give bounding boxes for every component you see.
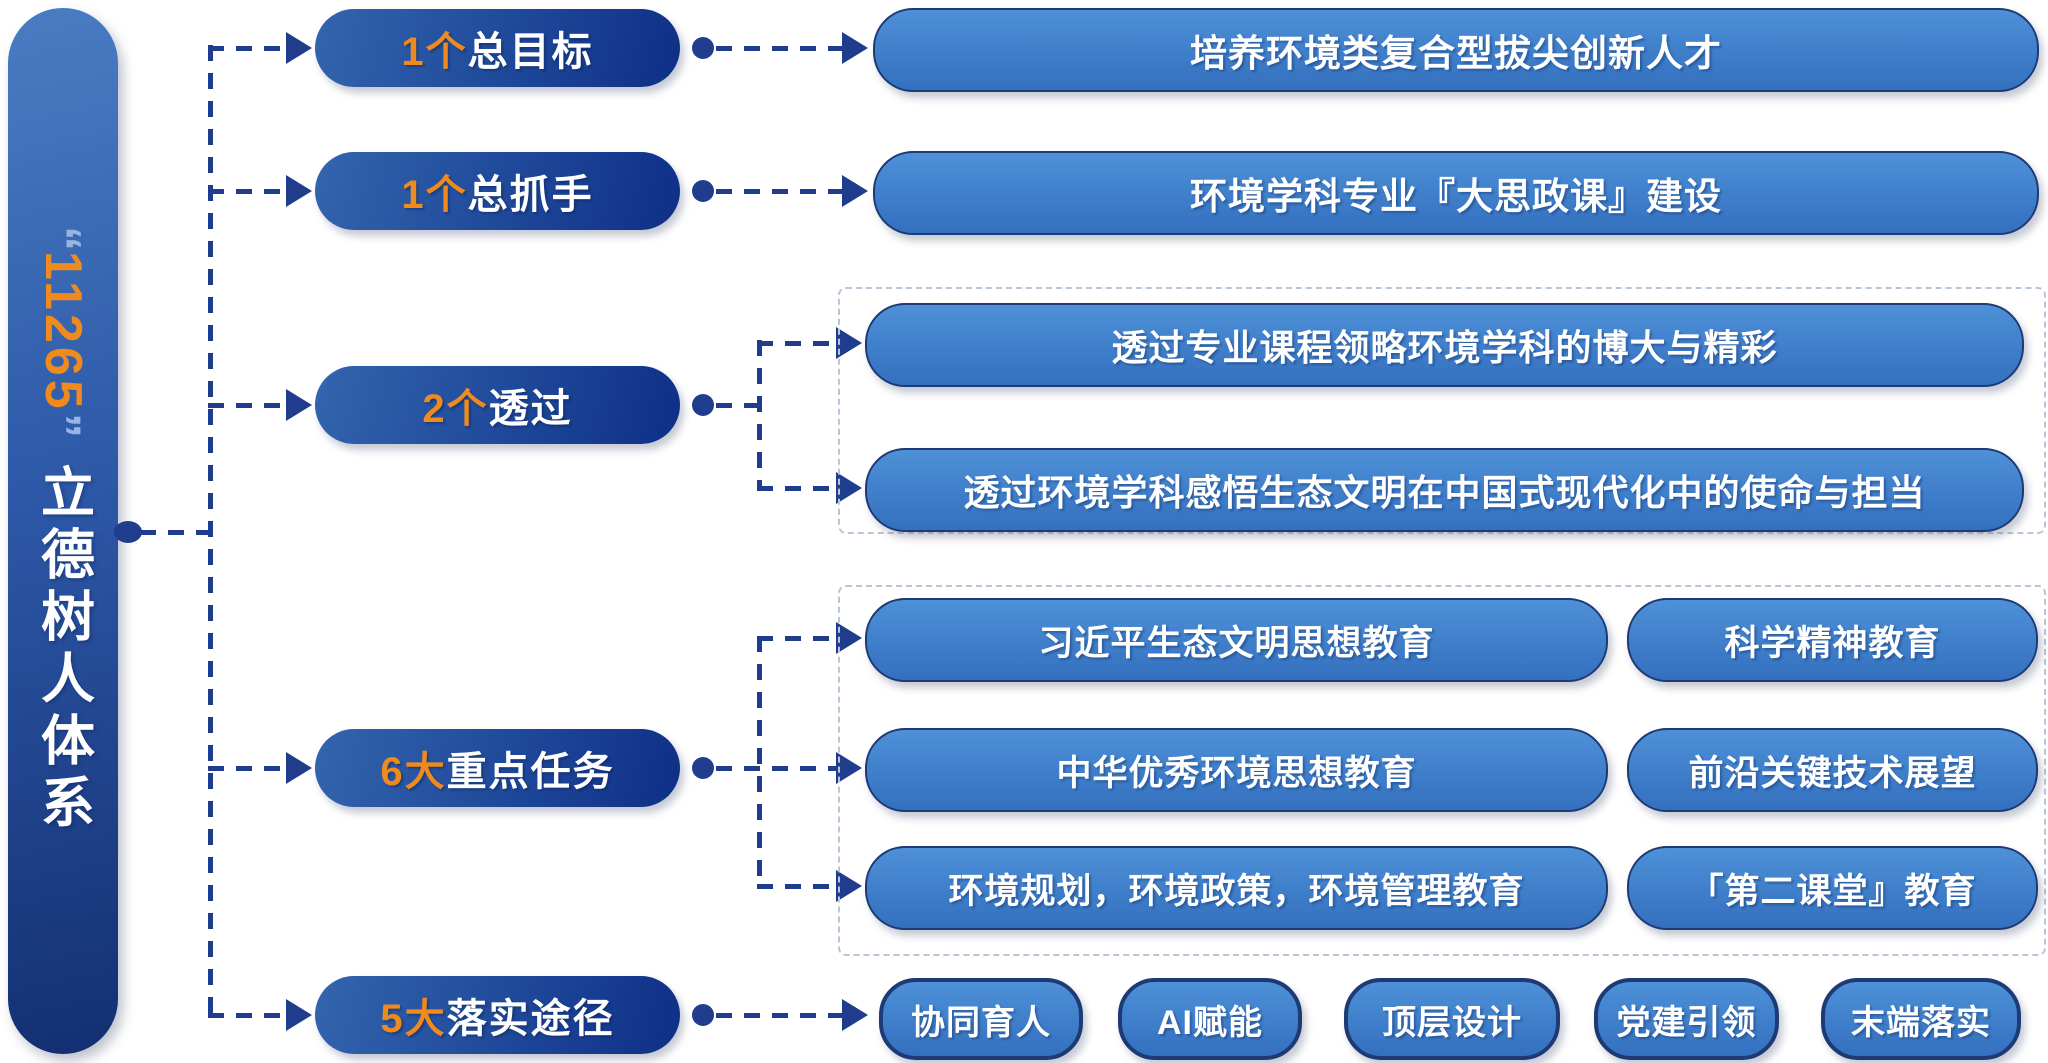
task-text: 中华优秀环境思想教育 <box>1056 753 1417 793</box>
dashed-connector <box>208 1013 288 1018</box>
dashed-connector <box>716 189 844 194</box>
perspective-text: 透过专业课程领略环境学科的博大与精彩 <box>1111 327 1778 368</box>
task-text: 科学精神教育 <box>1724 623 1941 663</box>
arrowhead-icon <box>836 752 862 784</box>
path-pill-5: 末端落实 <box>1821 978 2021 1060</box>
node-count: 1个 <box>401 173 468 217</box>
path-pill-1: 协同育人 <box>879 978 1083 1060</box>
dashed-connector <box>208 766 288 771</box>
path-text: 党建引领 <box>1616 1003 1757 1042</box>
arrowhead-icon <box>286 175 312 207</box>
node-five-paths: 5大落实途径 <box>315 976 680 1054</box>
node-label: 落实途径 <box>446 997 615 1041</box>
root-quote-open: “ <box>35 226 91 252</box>
task-box-1: 习近平生态文明思想教育 <box>865 598 1608 682</box>
perspective-box-1: 透过专业课程领略环境学科的博大与精彩 <box>865 303 2024 387</box>
arrowhead-icon <box>836 870 862 902</box>
arrowhead-icon <box>836 472 862 504</box>
arrowhead-icon <box>842 999 868 1031</box>
dashed-connector <box>716 766 840 771</box>
dashed-connector <box>716 46 844 51</box>
dashed-connector <box>757 636 838 641</box>
junction-dot <box>114 521 142 543</box>
task-text: 习近平生态文明思想教育 <box>1038 623 1435 663</box>
node-count: 5大 <box>380 997 447 1041</box>
arrowhead-icon <box>842 32 868 64</box>
sub-trunk-line <box>757 340 762 490</box>
outcome-goal-box: 培养环境类复合型拔尖创新人才 <box>873 8 2039 92</box>
node-overall-anchor: 1个总抓手 <box>315 152 680 230</box>
sub-trunk-line <box>757 636 762 888</box>
arrowhead-icon <box>286 999 312 1031</box>
node-label: 总抓手 <box>467 173 594 217</box>
node-count: 2个 <box>422 387 489 431</box>
node-count: 6大 <box>380 750 447 794</box>
task-box-6: 「第二课堂』教育 <box>1627 846 2038 930</box>
junction-dot <box>692 757 714 779</box>
root-number: 11265 <box>34 251 92 413</box>
path-pill-2: AI赋能 <box>1118 978 1302 1060</box>
outcome-anchor-text: 环境学科专业『大思政课』建设 <box>1190 176 1722 217</box>
junction-dot <box>692 1004 714 1026</box>
outcome-anchor-box: 环境学科专业『大思政课』建设 <box>873 151 2039 235</box>
dashed-connector <box>716 1013 844 1018</box>
arrowhead-icon <box>286 32 312 64</box>
task-text: 前沿关键技术展望 <box>1688 753 1977 793</box>
dashed-connector <box>757 486 838 491</box>
junction-dot <box>692 180 714 202</box>
path-text: 末端落实 <box>1851 1003 1991 1042</box>
perspective-box-2: 透过环境学科感悟生态文明在中国式现代化中的使命与担当 <box>865 448 2024 532</box>
dashed-connector <box>757 884 838 889</box>
task-box-2: 科学精神教育 <box>1627 598 2038 682</box>
arrowhead-icon <box>836 327 862 359</box>
path-text: 协同育人 <box>911 1003 1051 1042</box>
path-text: AI赋能 <box>1157 1003 1263 1042</box>
node-two-perspectives: 2个透过 <box>315 366 680 444</box>
dashed-connector <box>757 341 838 346</box>
arrowhead-icon <box>286 389 312 421</box>
junction-dot <box>692 394 714 416</box>
node-count: 1个 <box>401 30 468 74</box>
tasks-container <box>838 585 2046 956</box>
task-box-5: 环境规划，环境政策，环境管理教育 <box>865 846 1608 930</box>
node-label: 总目标 <box>467 30 594 74</box>
arrowhead-icon <box>286 752 312 784</box>
path-text: 顶层设计 <box>1382 1003 1522 1042</box>
path-pill-3: 顶层设计 <box>1344 978 1560 1060</box>
root-title: “11265” 立德树人体系 <box>24 226 103 836</box>
dashed-connector <box>716 403 760 408</box>
task-box-4: 前沿关键技术展望 <box>1627 728 2038 812</box>
root-label: 立德树人体系 <box>32 463 93 836</box>
outcome-goal-text: 培养环境类复合型拔尖创新人才 <box>1190 33 1722 74</box>
task-text: 「第二课堂』教育 <box>1688 871 1977 911</box>
dashed-connector <box>140 530 210 535</box>
perspective-text: 透过环境学科感悟生态文明在中国式现代化中的使命与担当 <box>963 472 1926 513</box>
dashed-connector <box>208 189 288 194</box>
node-six-key-tasks: 6大重点任务 <box>315 729 680 807</box>
junction-dot <box>692 37 714 59</box>
dashed-connector <box>208 403 288 408</box>
task-text: 环境规划，环境政策，环境管理教育 <box>948 871 1525 911</box>
node-overall-goal: 1个总目标 <box>315 9 680 87</box>
root-node: “11265” 立德树人体系 <box>8 8 118 1054</box>
node-label: 透过 <box>488 387 573 431</box>
perspectives-container <box>838 287 2046 534</box>
root-quote-close: ” <box>35 412 91 438</box>
node-label: 重点任务 <box>446 750 615 794</box>
arrowhead-icon <box>842 175 868 207</box>
task-box-3: 中华优秀环境思想教育 <box>865 728 1608 812</box>
path-pill-4: 党建引领 <box>1594 978 1779 1060</box>
dashed-connector <box>208 46 288 51</box>
main-trunk-line <box>208 45 213 1017</box>
arrowhead-icon <box>836 622 862 654</box>
